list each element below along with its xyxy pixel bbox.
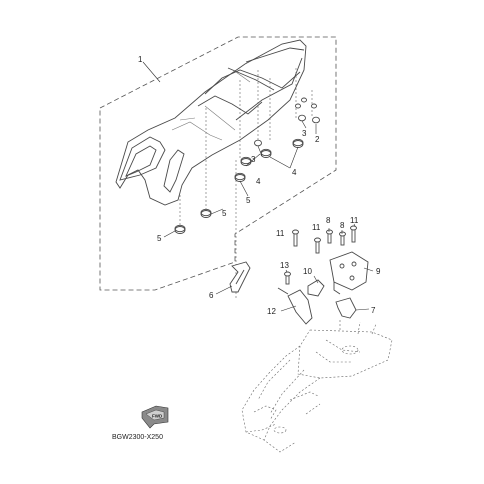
bolt-11b (314, 237, 321, 254)
damper-4a (240, 156, 252, 166)
callout-6: 6 (209, 291, 214, 300)
diagram-code: BGW2300-X250 (112, 434, 163, 441)
nut-3b (298, 114, 306, 122)
callout-2: 2 (315, 135, 320, 144)
bracket-6 (229, 261, 251, 293)
callout-8b: 8 (340, 221, 345, 230)
bolt-13 (284, 271, 291, 285)
callout-5c: 5 (157, 234, 162, 243)
bolt-11a (292, 229, 299, 247)
damper-5c (234, 172, 246, 182)
damper-4c (292, 138, 304, 148)
seat-assembly-boundary (99, 36, 337, 291)
damper-4b (260, 148, 272, 158)
callout-11c: 11 (350, 216, 359, 225)
hook-12 (277, 287, 313, 325)
callout-4b: 4 (292, 168, 297, 177)
callout-5a: 5 (246, 196, 251, 205)
callout-9: 9 (376, 267, 381, 276)
frame (241, 320, 393, 453)
bolt-8b (339, 231, 346, 246)
fwd-label: FWD (152, 414, 163, 419)
callout-10: 10 (303, 267, 312, 276)
bracket-9 (329, 251, 369, 295)
damper-5a (174, 224, 186, 234)
clamp-7 (335, 297, 357, 319)
leader-lines (142, 61, 374, 312)
bolt-8a (326, 229, 333, 244)
callout-12: 12 (267, 307, 276, 316)
callout-4a: 4 (256, 177, 261, 186)
front-direction-arrow-icon: FWD (141, 405, 169, 429)
callout-8a: 8 (326, 216, 331, 225)
callout-5b: 5 (222, 209, 227, 218)
callout-3b: 3 (251, 155, 256, 164)
damper-5b (200, 208, 212, 218)
small-parts-top (295, 97, 317, 109)
nut-3a (254, 139, 262, 147)
callout-11a: 11 (276, 229, 285, 238)
callout-7: 7 (371, 306, 376, 315)
callout-3a: 3 (302, 129, 307, 138)
callout-13: 13 (280, 261, 289, 270)
bolt-11c (350, 225, 357, 243)
callout-11b: 11 (312, 223, 321, 232)
seat (115, 39, 307, 206)
callout-1: 1 (138, 55, 143, 64)
nut-2 (312, 116, 320, 124)
bracket-10 (307, 279, 325, 297)
